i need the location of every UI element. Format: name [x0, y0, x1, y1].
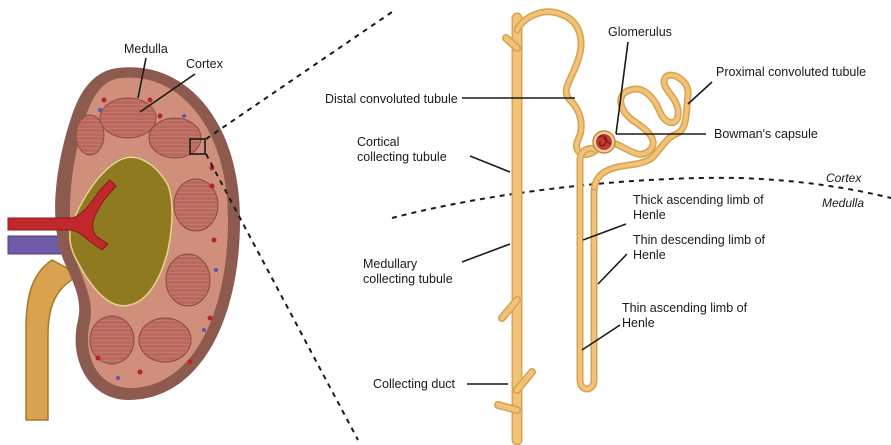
- label-thin-desc-line1: Thin descending limb of: [633, 233, 766, 247]
- label-collecting-duct: Collecting duct: [373, 377, 456, 391]
- label-thin-asc-line1: Thin ascending limb of: [622, 301, 748, 315]
- label-glomerulus: Glomerulus: [608, 25, 672, 39]
- label-cortex: Cortex: [186, 57, 224, 71]
- label-proximal-convoluted-tubule: Proximal convoluted tubule: [716, 65, 866, 79]
- label-medullary-line1: Medullary: [363, 257, 418, 271]
- label-medulla: Medulla: [124, 42, 168, 56]
- label-cortical-line1: Cortical: [357, 135, 399, 149]
- leader-medullary: [462, 244, 510, 262]
- nephron: [498, 12, 688, 440]
- leader-thin-descending: [598, 254, 627, 284]
- label-medullary-line2: collecting tubule: [363, 272, 453, 286]
- label-thick-ascending-limb: Thick ascending limb of Henle: [633, 193, 767, 222]
- glomerulus: [593, 131, 615, 153]
- leader-cortical: [470, 156, 510, 172]
- ureter: [26, 260, 80, 420]
- kidney-illustration: [8, 67, 240, 420]
- label-bowmans-capsule: Bowman's capsule: [714, 127, 818, 141]
- label-thin-ascending-limb: Thin ascending limb of Henle: [622, 301, 751, 330]
- label-medullary-collecting-tubule: Medullary collecting tubule: [363, 257, 453, 286]
- leader-thick: [583, 224, 626, 240]
- label-thin-desc-line2: Henle: [633, 248, 666, 262]
- leader-thin-ascending: [582, 325, 620, 350]
- collecting-duct: [498, 18, 532, 440]
- label-thin-descending-limb: Thin descending limb of Henle: [633, 233, 769, 262]
- zoom-line-top: [206, 12, 392, 139]
- label-distal-convoluted-tubule: Distal convoluted tubule: [325, 92, 458, 106]
- label-thin-asc-line2: Henle: [622, 316, 655, 330]
- label-thick-line1: Thick ascending limb of: [633, 193, 764, 207]
- label-cortical-collecting-tubule: Cortical collecting tubule: [357, 135, 447, 164]
- label-cortex-zone: Cortex: [826, 171, 862, 185]
- label-thick-line2: Henle: [633, 208, 666, 222]
- label-cortical-line2: collecting tubule: [357, 150, 447, 164]
- label-medulla-zone: Medulla: [822, 196, 864, 210]
